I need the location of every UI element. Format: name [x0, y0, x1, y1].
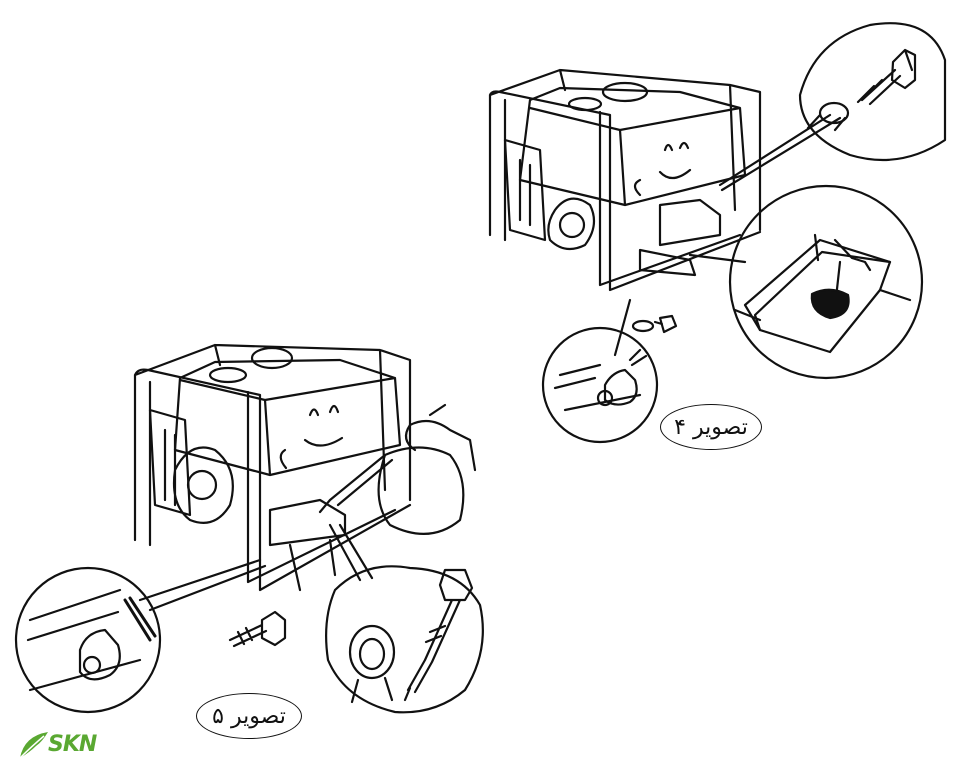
- figure-5-caption: تصویر ۵: [196, 693, 302, 739]
- face-5: [279, 404, 344, 470]
- frame-5: [133, 343, 412, 592]
- inset-drain-5: [14, 566, 162, 714]
- inset-dipstick-5: [325, 565, 484, 714]
- washer-4: [631, 319, 655, 333]
- figure-4-caption: تصویر ۴: [660, 404, 762, 450]
- face-4: [633, 141, 692, 197]
- engine-4: [503, 138, 596, 251]
- generator-5: [14, 343, 484, 714]
- generator-4: [488, 22, 947, 444]
- skn-logo: SKN: [14, 728, 114, 762]
- logo-text: SKN: [48, 732, 97, 757]
- fuel-tank-5: [173, 358, 402, 477]
- inset-oil-pan-4: [728, 184, 924, 380]
- fuel-cap-4: [601, 81, 649, 103]
- oil-bottle-5: [318, 403, 477, 535]
- fuel-cap-5: [250, 346, 294, 370]
- drain-bolt-4: [653, 314, 678, 334]
- engine-5: [148, 408, 234, 524]
- inset-bolt-4: [798, 22, 947, 162]
- fuel-tank-4: [518, 86, 747, 207]
- leaf-logo-icon: [19, 732, 48, 759]
- drain-bolt-5: [228, 610, 287, 648]
- inset-drain-4: [541, 326, 659, 444]
